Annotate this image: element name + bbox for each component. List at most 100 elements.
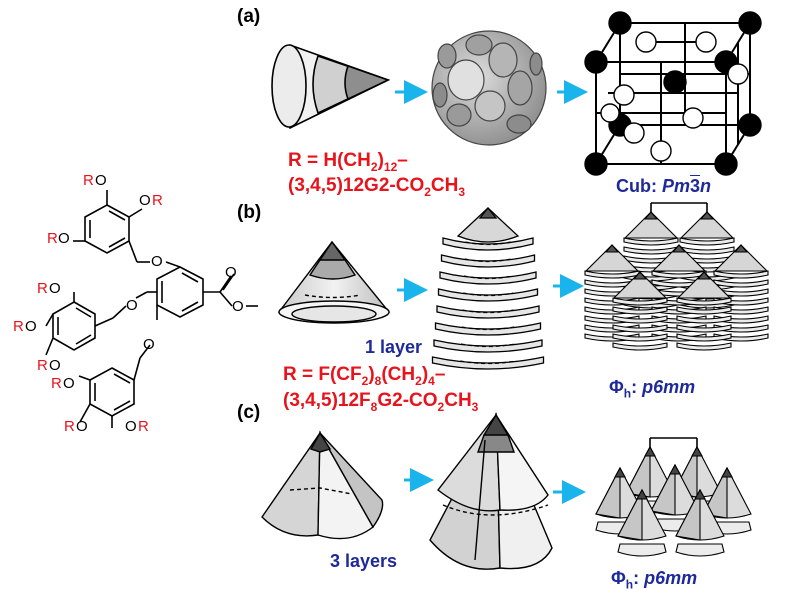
subscript: 3 xyxy=(458,184,466,199)
text: Φ xyxy=(611,568,626,588)
phase-label-cubic: Cub: Pm3n xyxy=(616,176,711,197)
text: p6 xyxy=(642,377,664,397)
column-tip xyxy=(636,488,648,500)
stack-layer-dash xyxy=(460,343,516,348)
column-layer xyxy=(679,246,735,255)
stack-cone-layer xyxy=(431,356,545,370)
column-layer xyxy=(612,306,668,315)
o-label: O xyxy=(76,418,88,435)
compound-1-line-2: (3,4,5)12G2-CO2CH3 xyxy=(288,175,466,199)
stack-layer-dash xyxy=(463,292,513,297)
column-cone-side xyxy=(675,489,701,541)
o-label: O xyxy=(49,280,61,297)
column-layer xyxy=(676,315,732,324)
stack-cone-layer xyxy=(433,339,543,353)
column-tip xyxy=(721,466,733,478)
column-cap xyxy=(713,244,769,272)
column-cap xyxy=(676,271,732,299)
panel-label-a: (a) xyxy=(237,6,261,27)
column-layer xyxy=(612,297,668,306)
cubic-lattice-spheres xyxy=(584,11,762,176)
column-layer xyxy=(676,324,732,333)
subscript: 4 xyxy=(428,373,435,388)
text: ) xyxy=(377,150,384,171)
r-label: R xyxy=(83,172,94,189)
subscript: 2 xyxy=(437,399,445,414)
r-label: R xyxy=(51,375,62,392)
column-layer xyxy=(623,246,679,255)
text: CH xyxy=(444,390,472,411)
stack-cone-layer xyxy=(434,322,542,336)
text: R = F(CF xyxy=(283,364,362,385)
cone-stack-c xyxy=(429,412,553,570)
core-benzene-ring xyxy=(156,266,204,318)
column-cone-side xyxy=(595,467,621,519)
column-layer xyxy=(584,270,640,279)
stack-cone-tip xyxy=(478,206,498,219)
column-cap xyxy=(584,244,640,272)
o-label: O xyxy=(25,318,37,335)
column-layer xyxy=(651,270,707,279)
column-layer xyxy=(676,342,732,351)
panel-label-c: (c) xyxy=(237,402,261,423)
spherical-supramolecular-dendrimer xyxy=(431,30,547,146)
cone-c xyxy=(261,430,384,540)
panel-label-b: (b) xyxy=(237,202,262,223)
text: mm xyxy=(665,568,698,588)
subscript: 3 xyxy=(471,399,479,414)
o-label: O xyxy=(143,336,155,353)
column-tip xyxy=(696,271,712,280)
overlined-three: 3 xyxy=(690,176,701,196)
column-tip xyxy=(691,445,703,457)
stack-layer-dash xyxy=(465,241,511,246)
text: : xyxy=(633,568,645,588)
text: n xyxy=(700,176,712,196)
hexagonal-columnar-lattice-b xyxy=(584,211,769,351)
text: (3,4,5)12G2-CO xyxy=(288,175,425,196)
subscript: 12 xyxy=(383,159,398,174)
subscript: h xyxy=(625,577,634,592)
text: Pm xyxy=(661,176,690,196)
o-label: O xyxy=(125,418,137,435)
column-tip xyxy=(694,488,706,500)
column-layer xyxy=(679,237,735,246)
layer-label-one: 1 layer xyxy=(365,337,423,357)
column-base xyxy=(617,543,667,557)
column-layer xyxy=(612,324,668,333)
compound-2-line-1: R = F(CF2)8(CH2)4– xyxy=(283,364,446,388)
text: R = H(CH xyxy=(288,150,371,171)
column-base xyxy=(675,543,725,557)
text: Φ xyxy=(609,377,624,397)
column-layer xyxy=(713,279,769,288)
o-label: O xyxy=(225,264,237,281)
top-benzene-ring xyxy=(84,204,130,254)
o-label: O xyxy=(49,357,61,374)
column-tip xyxy=(671,244,687,253)
text: – xyxy=(434,364,446,385)
column-layer xyxy=(713,270,769,279)
r-label: R xyxy=(47,230,58,247)
cone-b xyxy=(277,240,391,324)
cone-a xyxy=(271,43,391,130)
column-cap xyxy=(679,211,735,239)
column-tip xyxy=(604,244,620,253)
column-layer xyxy=(612,342,668,351)
r-label: R xyxy=(37,280,48,297)
text: (3,4,5)12F xyxy=(283,390,371,411)
text: : xyxy=(631,377,643,397)
text: Cub: xyxy=(616,176,662,196)
dendron-structure xyxy=(45,190,258,428)
column-cap xyxy=(623,211,679,239)
stack-layer-dash xyxy=(460,360,516,365)
r-label: R xyxy=(138,418,149,435)
column-layer xyxy=(676,306,732,315)
stack-layer-dash xyxy=(464,258,512,263)
column-tip xyxy=(632,271,648,280)
subscript: 2 xyxy=(370,159,378,174)
text: p6 xyxy=(644,568,666,588)
text: CH xyxy=(430,175,459,196)
stack-cone-top xyxy=(456,207,520,243)
phase-label-hex-b: Φh: p6mm xyxy=(609,377,695,400)
o-label: O xyxy=(58,230,70,247)
